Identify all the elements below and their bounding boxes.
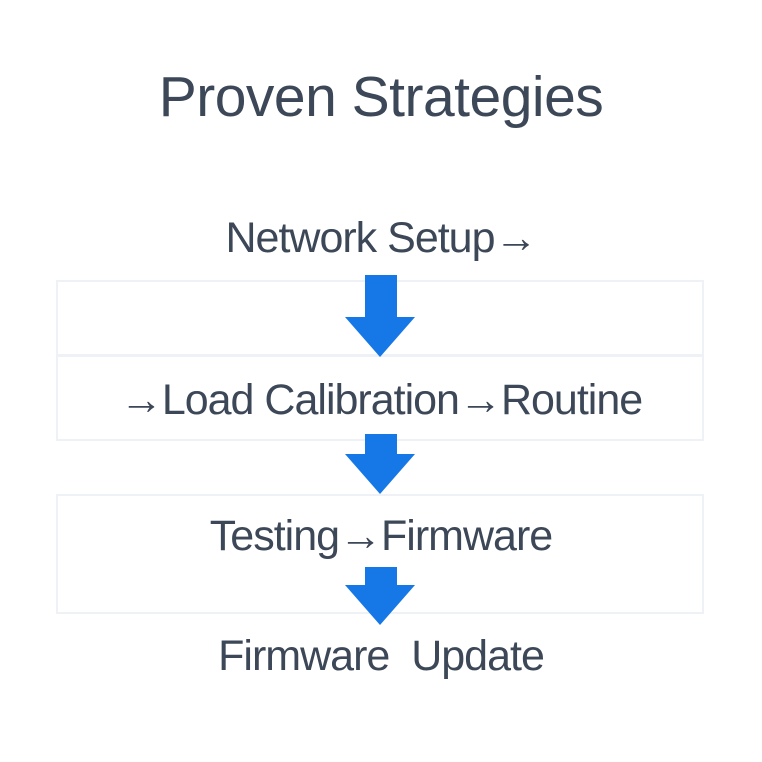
flow-step-firmware-update: Firmware Update bbox=[218, 632, 545, 680]
flow-step-load-calibration: →Load Calibration→Routine bbox=[119, 376, 643, 424]
diagram-title: Proven Strategies bbox=[158, 65, 604, 129]
arrow-down-icon bbox=[345, 275, 415, 357]
arrow-down-icon bbox=[345, 434, 415, 494]
flow-step-testing-firmware: Testing→Firmware bbox=[209, 512, 553, 560]
arrow-down-icon bbox=[345, 567, 415, 625]
flow-step-network-setup: Network Setup→ bbox=[225, 214, 537, 262]
